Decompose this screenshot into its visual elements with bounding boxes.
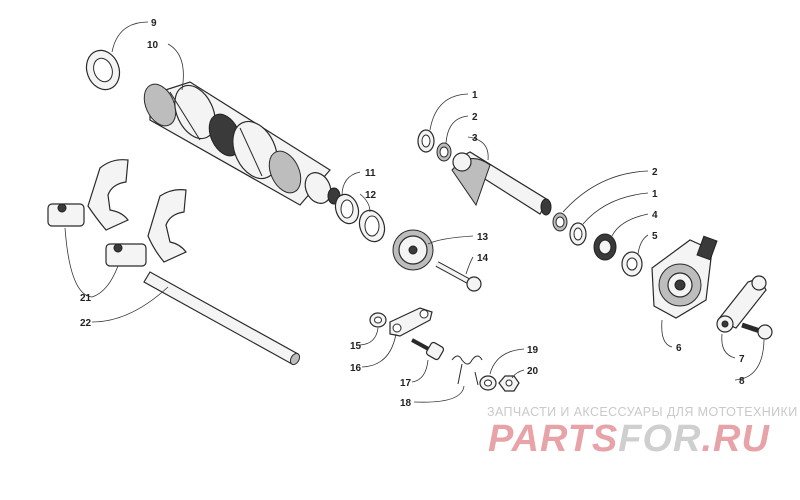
callout-21: 21	[80, 293, 92, 304]
callout-22: 22	[80, 318, 92, 329]
callout-7: 7	[739, 354, 745, 365]
callout-labels: 9 10 1 2 3 11 12 2 1 4 5 13 14 21 22 15 …	[80, 18, 745, 409]
part-22-fork-shaft	[143, 271, 301, 366]
part-1-washer-upper	[417, 129, 435, 153]
callout-14: 14	[477, 253, 489, 264]
callout-17: 17	[400, 378, 412, 389]
callout-8: 8	[739, 376, 745, 387]
callout-2-upper: 2	[472, 112, 478, 123]
part-15-washer	[369, 312, 387, 328]
part-13-gear	[392, 229, 434, 271]
callout-6: 6	[676, 343, 682, 354]
callout-2-lower: 2	[652, 167, 658, 178]
part-7-stopper-arm	[716, 275, 767, 333]
part-19-washer	[479, 375, 497, 391]
callout-15: 15	[350, 341, 362, 352]
callout-20: 20	[527, 366, 539, 377]
part-21-shift-fork-right	[105, 189, 187, 267]
watermark-caption: ЗАПЧАСТИ И АКСЕССУАРЫ ДЛЯ МОТОТЕХНИКИ	[487, 405, 798, 419]
callout-12: 12	[365, 190, 377, 201]
callout-9: 9	[151, 18, 157, 29]
leader-lines	[64, 21, 765, 403]
part-5-bushing	[621, 251, 643, 277]
callout-16: 16	[350, 363, 362, 374]
part-3-shift-shaft	[451, 151, 552, 216]
part-1-washer-lower	[569, 222, 587, 246]
part-18-spring	[451, 355, 483, 386]
callout-11: 11	[365, 168, 376, 179]
watermark-logo-for: FOR	[618, 418, 702, 460]
part-10-shift-drum	[143, 81, 341, 206]
callout-18: 18	[400, 398, 412, 409]
callout-13: 13	[477, 232, 489, 243]
watermark-logo-ru: .RU	[701, 418, 770, 460]
callout-4: 4	[652, 210, 658, 221]
part-2-ring-upper	[436, 142, 452, 162]
watermark-logo: PARTSFOR.RU	[488, 418, 770, 461]
callout-1-lower: 1	[652, 189, 658, 200]
part-21-shift-fork-left	[47, 159, 129, 231]
part-9-washer	[85, 49, 121, 91]
part-17-pin	[411, 338, 445, 361]
callout-19: 19	[527, 345, 539, 356]
part-12-washer	[358, 209, 386, 243]
callout-3: 3	[472, 133, 478, 144]
watermark-logo-parts: PARTS	[488, 418, 619, 460]
part-2-ring-lower	[552, 212, 568, 232]
part-16-arm	[389, 307, 433, 337]
part-4-bearing	[593, 233, 617, 261]
part-6-cam-plate	[651, 235, 718, 319]
part-8-bolt	[741, 322, 773, 340]
callout-10: 10	[147, 40, 159, 51]
part-14-bolt	[435, 261, 482, 292]
callout-5: 5	[652, 231, 658, 242]
part-20-nut	[498, 375, 520, 392]
callout-1-upper: 1	[472, 90, 478, 101]
